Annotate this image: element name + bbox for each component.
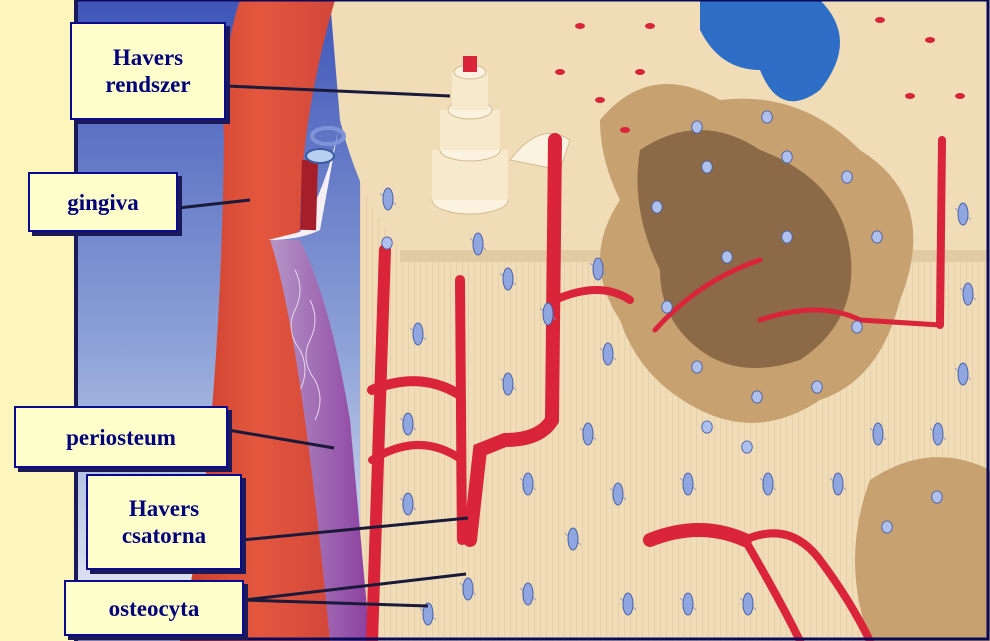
label-havers-rendszer-line2: rendszer bbox=[105, 71, 190, 98]
label-osteocyta: osteocyta bbox=[64, 580, 244, 636]
label-havers-csatorna-line1: Havers bbox=[129, 495, 199, 522]
label-periosteum: periosteum bbox=[14, 406, 228, 468]
label-havers-rendszer: Havers rendszer bbox=[70, 22, 226, 120]
label-havers-csatorna-line2: csatorna bbox=[122, 522, 206, 549]
label-gingiva: gingiva bbox=[28, 172, 178, 232]
label-havers-csatorna: Havers csatorna bbox=[86, 474, 242, 570]
label-havers-rendszer-line1: Havers bbox=[113, 44, 183, 71]
